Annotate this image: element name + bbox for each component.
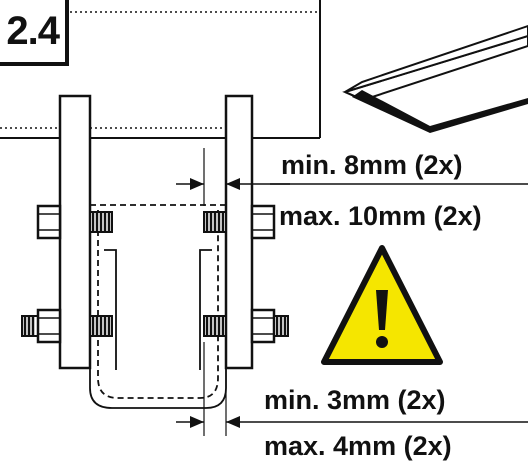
sign-board [0,0,322,139]
upper-dimension-indicator [176,148,528,206]
u-bracket [89,204,227,409]
upper-bolt [36,204,276,240]
lower-bolt [21,308,289,344]
lower-min-gap-label: min. 3mm (2x) [264,385,446,415]
warning-triangle-icon [321,245,443,365]
flat-plate [342,24,528,133]
upper-max-gap-label: max. 10mm (2x) [279,201,482,231]
lower-max-gap-label: max. 4mm (2x) [264,431,452,461]
upper-min-gap-label: min. 8mm (2x) [281,150,463,180]
step-number: 2.4 [0,0,69,66]
left-post [58,94,92,370]
right-post [224,94,254,370]
lower-dimension-indicator [176,342,528,436]
